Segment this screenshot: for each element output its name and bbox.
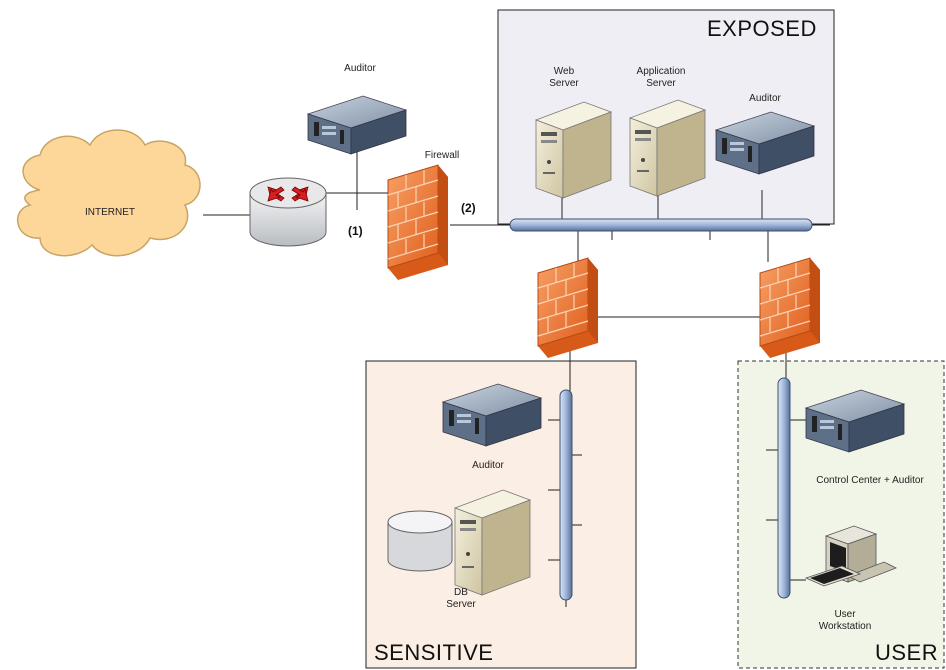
sensitive-firewall-icon bbox=[537, 257, 598, 358]
exposed-bus bbox=[509, 218, 813, 232]
sensitive-zone-title: SENSITIVE bbox=[374, 640, 494, 665]
router-icon bbox=[249, 177, 327, 247]
user-bus bbox=[777, 377, 791, 599]
web-server-label: Web Server bbox=[549, 66, 579, 89]
user-workstation-label: User Workstation bbox=[818, 609, 872, 632]
auditor-sensitive-icon bbox=[441, 383, 543, 447]
main-firewall-icon bbox=[387, 164, 448, 280]
db-server-label: DB Server bbox=[446, 587, 476, 610]
app-server-icon bbox=[628, 99, 707, 197]
control-center-label: Control Center + Auditor bbox=[816, 475, 924, 486]
exposed-zone-title: EXPOSED bbox=[707, 16, 817, 41]
database-icon bbox=[387, 510, 453, 572]
auditor-exposed-icon bbox=[714, 111, 816, 175]
db-server-icon bbox=[453, 489, 532, 596]
control-center-icon bbox=[804, 389, 906, 453]
tap-1-marker: (1) bbox=[348, 224, 363, 238]
auditor-exposed-label: Auditor bbox=[749, 93, 781, 104]
firewall-label: Firewall bbox=[424, 150, 460, 161]
workstation-icon bbox=[804, 525, 897, 587]
web-server-icon bbox=[534, 101, 613, 199]
auditor-top-label: Auditor bbox=[344, 63, 376, 74]
app-server-label: Application Server bbox=[636, 66, 686, 89]
internet-label: INTERNET bbox=[85, 207, 135, 218]
auditor-top-icon bbox=[306, 95, 408, 155]
auditor-sensitive-label: Auditor bbox=[472, 460, 504, 471]
user-zone-title: USER bbox=[875, 640, 939, 665]
sensitive-bus bbox=[559, 389, 573, 601]
user-firewall-icon bbox=[759, 257, 820, 358]
tap-2-marker: (2) bbox=[461, 201, 476, 215]
internet-cloud-icon bbox=[16, 129, 201, 257]
